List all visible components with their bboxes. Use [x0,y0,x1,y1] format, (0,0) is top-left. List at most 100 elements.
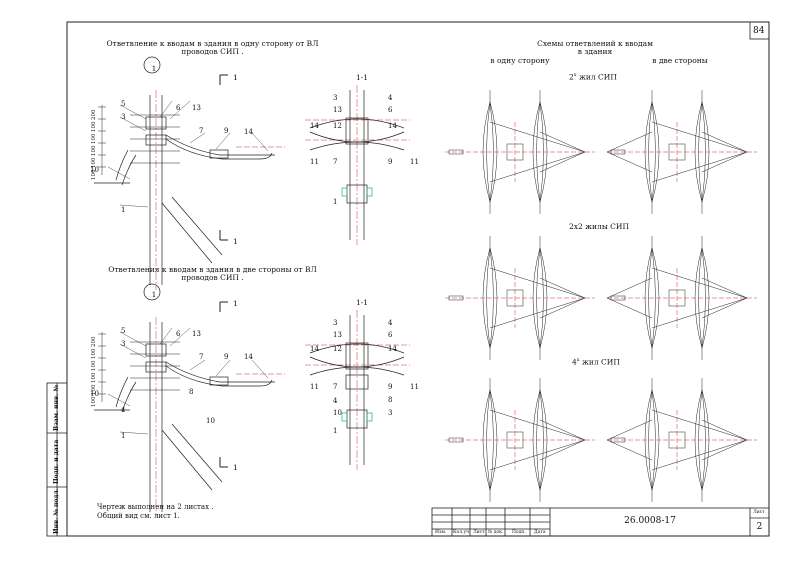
dimension-label: 100 [91,133,97,145]
position-label: 10 [206,417,215,425]
line-segment [251,132,269,152]
side-stamp [46,382,68,537]
dimension-label: 100 [91,348,97,360]
scheme-two-side-row-1 [606,90,757,214]
scheme-two-side-row-2 [606,236,757,360]
position-label: 3 [121,340,126,348]
position-label: 11 [410,383,419,391]
position-label: 14 [310,122,319,130]
position-label: 14 [244,353,253,361]
wire-bundle [486,389,491,491]
line-segment [215,132,231,150]
line-segment [171,423,223,483]
position-label: 6 [388,331,393,339]
line-segment [107,393,131,407]
wire-bundle [489,247,494,349]
sheet-label: Лист [753,510,765,515]
section-view-one-side [305,85,410,245]
connector [209,149,229,159]
cut-mark-1-bot-a: 1 [233,299,238,308]
col-two-side: в две стороны [652,56,708,65]
position-label: 10 [90,166,99,174]
tap-wire [701,131,748,153]
line-segment [119,331,147,347]
dimension-label: 200 [91,336,97,348]
side-label-sign: Подп. и дата [53,439,60,484]
tap-wire [701,151,748,173]
wire-bundle [648,101,653,203]
line-segment [119,104,147,120]
wire-path [165,361,275,383]
wire-bundle [486,101,491,203]
front-view-one-side [94,56,285,290]
row1-sup: х [573,72,577,78]
line-segment [161,429,213,491]
cut-mark-1-bot-b: 1 [233,463,238,472]
connector [448,295,464,301]
position-label: 6 [176,330,181,338]
position-label: 14 [310,345,319,353]
sheet-number-box [749,21,770,40]
tap-wire [606,419,653,441]
line-segment [107,166,131,180]
tb-col-izm: Изм. [435,530,447,535]
clamp-fitting [145,361,167,373]
position-label: 5 [121,327,126,335]
position-label: 7 [199,127,204,135]
clamp-fitting [345,374,369,390]
position-label: 12 [333,345,342,353]
wire-path [115,376,129,408]
position-label: 7 [333,158,338,166]
wire-bundle [486,247,491,349]
line-segment [169,100,191,120]
position-label: 5 [121,100,126,108]
sheet-number: 2 [756,522,763,532]
line-segment [119,116,147,132]
position-label: 1 [333,427,338,435]
line-segment [251,359,269,379]
section-label-bottom: 1-1 [356,298,369,307]
position-label: 1 [333,198,338,206]
tap-wire [539,419,586,441]
position-label: 6 [176,104,181,112]
wire-path [115,149,129,181]
connector [448,437,464,443]
wire-path [309,366,405,376]
row-label-2x2: 2х2 жилы СИП [569,222,629,231]
scheme-one-side-row-2 [445,236,595,360]
position-label: 4 [388,94,393,102]
scheme-one-side-row-1 [445,90,595,214]
position-label: 4 [388,319,393,327]
position-label: 4 [333,397,338,405]
wire-path [309,118,405,129]
position-label: 14 [388,345,397,353]
tap-wire [606,439,653,461]
position-label: 12 [333,122,342,130]
row-label-4-core: 4х жил СИП [572,356,620,367]
bracket-green [341,187,348,197]
wire-path [121,154,137,186]
connector [610,149,626,155]
tap-wire [651,151,748,183]
cut-mark-1-top-a: 1 [233,73,238,82]
tap-wire [539,151,586,173]
tap-wire [489,267,586,299]
tap-wire [651,267,748,299]
tap-wire [701,277,748,299]
position-label: 9 [388,383,393,391]
schemes-title-b: в здания [577,47,613,56]
clamp-fitting [345,117,369,145]
cut-mark-1-top-b: 1 [233,237,238,246]
position-label: 6 [388,106,393,114]
line-segment [189,359,206,371]
section-label-top: 1-1 [356,73,369,82]
row1-num: 2 [569,72,574,82]
circle-label-top: 1 [151,64,157,73]
tb-col-date: Дата [534,530,546,535]
scheme-two-side-row-3 [606,378,757,502]
clamp-fitting [145,134,167,146]
position-label: 11 [310,383,319,391]
position-label: 11 [410,158,419,166]
circle-label-bottom: 1 [151,290,157,299]
